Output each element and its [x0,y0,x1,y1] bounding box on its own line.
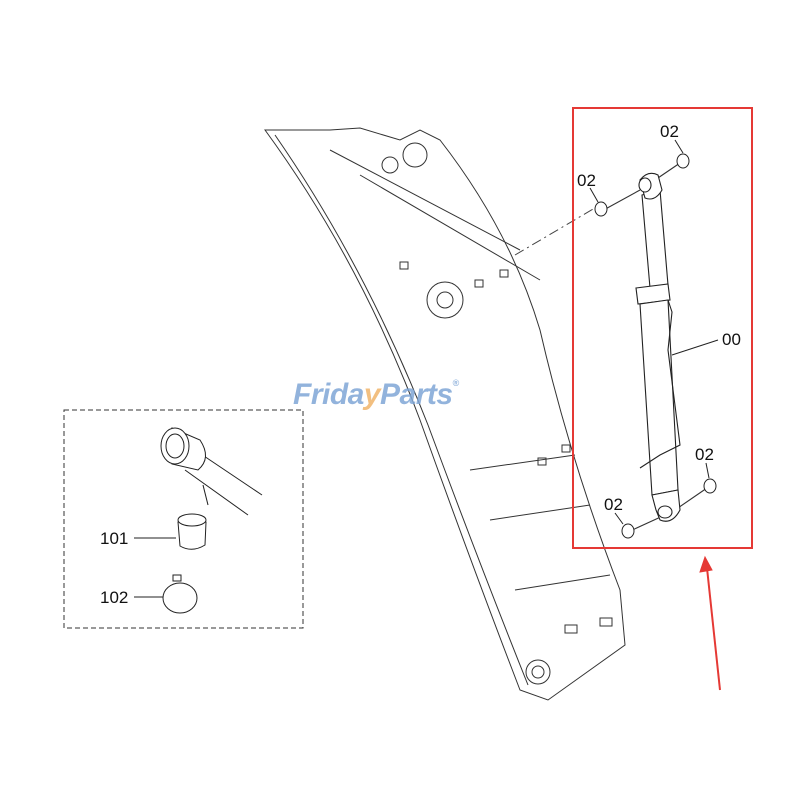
highlight-box [572,107,753,549]
label-bushing-top-right: 02 [660,122,679,141]
bushings [594,153,717,539]
label-cylinder: 00 [722,330,741,349]
watermark-logo: FridayParts® [293,378,459,411]
leader-lines [589,139,719,525]
red-arrow [699,555,721,691]
detail-bushing-drawing [160,427,263,614]
boom-arm [264,127,626,701]
centerline [514,204,601,256]
label-bushing-bottom-left: 02 [604,495,623,514]
label-detail-bushing: 101 [100,529,128,548]
label-bushing-top-left: 02 [577,171,596,190]
detail-leaders [134,537,176,598]
label-detail-ring: 102 [100,588,128,607]
label-bushing-bottom-right: 02 [695,445,714,464]
detail-box [63,409,304,629]
hydraulic-cylinder [599,162,708,533]
